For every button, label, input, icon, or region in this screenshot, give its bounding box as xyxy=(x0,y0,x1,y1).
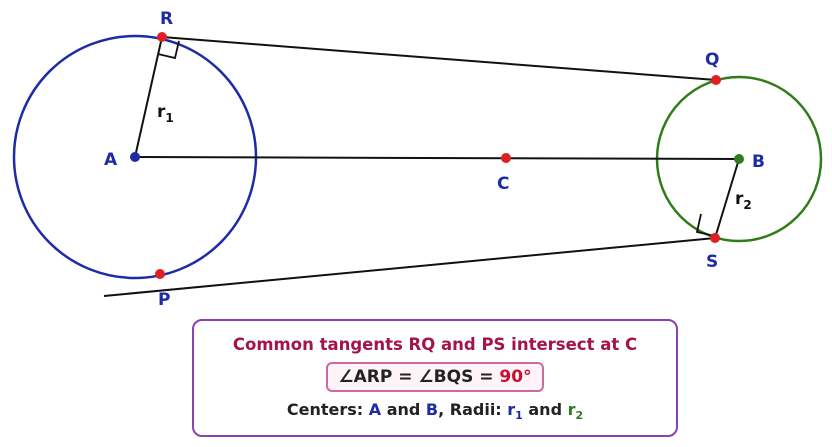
point-s-dot xyxy=(710,233,720,243)
radius-r1-text: r1 xyxy=(507,400,523,423)
centers-radii-line: Centers: A and B, Radii: r1 and r2 xyxy=(194,400,676,422)
center-a-text: A xyxy=(368,400,382,419)
angle-value: 90° xyxy=(499,367,532,387)
label-a: A xyxy=(104,150,118,170)
radius-r1 xyxy=(134,36,163,158)
tangent-ps xyxy=(103,237,716,297)
label-c: C xyxy=(497,174,509,194)
right-angle-marker-s xyxy=(695,213,716,237)
point-r-dot xyxy=(157,32,167,42)
label-b: B xyxy=(752,152,765,172)
label-s: S xyxy=(706,252,718,272)
center-b-dot xyxy=(734,154,744,164)
and-text-1: and xyxy=(381,400,426,419)
angle-equation: ∠ARP = ∠BQS = 90° xyxy=(326,362,544,392)
center-a-dot xyxy=(130,152,140,162)
right-angle-marker-r xyxy=(157,40,180,60)
radius-r2-text: r2 xyxy=(567,400,584,423)
tangent-rq xyxy=(161,36,717,81)
info-title: Common tangents RQ and PS intersect at C xyxy=(232,335,638,354)
radii-prefix: , Radii: xyxy=(438,400,508,419)
label-r: R xyxy=(160,9,173,29)
point-q-dot xyxy=(711,75,721,85)
point-p-dot xyxy=(155,269,165,279)
label-r1: r1 xyxy=(157,102,174,125)
centers-prefix: Centers: xyxy=(286,400,369,419)
center-b-text: B xyxy=(425,400,439,419)
angle-text: ∠ARP = ∠BQS = xyxy=(338,367,500,387)
label-q: Q xyxy=(705,50,719,70)
radius-r2 xyxy=(714,158,740,239)
center-line-ab xyxy=(134,156,740,160)
info-box: Common tangents RQ and PS intersect at C… xyxy=(192,319,678,437)
point-c-dot xyxy=(501,153,511,163)
label-r2: r2 xyxy=(735,189,752,212)
and-text-2: and xyxy=(522,400,568,419)
label-p: P xyxy=(158,290,170,310)
